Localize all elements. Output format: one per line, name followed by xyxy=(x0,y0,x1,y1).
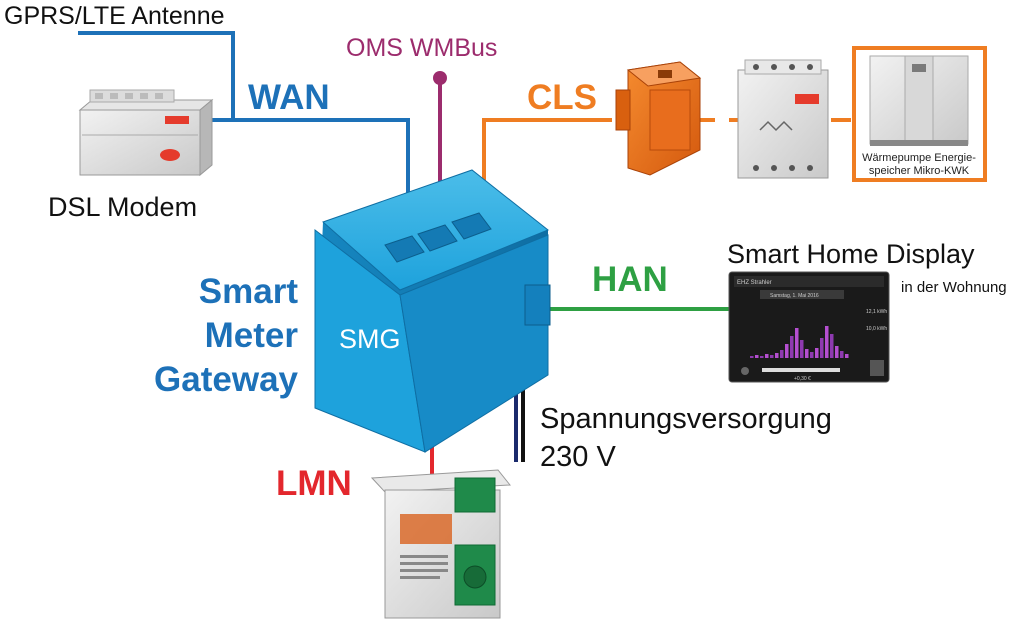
smart-home-display-sublabel: in der Wohnung xyxy=(901,279,1007,296)
display-date: Samstag, 1. Mai 2016 xyxy=(770,293,819,299)
han-label: HAN xyxy=(592,260,668,299)
display-header: EHZ Strahler xyxy=(737,280,772,286)
heat-pump-icon xyxy=(869,55,969,146)
display-bar xyxy=(785,344,789,358)
relay-icon xyxy=(615,61,702,176)
meter-icon xyxy=(370,469,511,619)
smg-label: SMG xyxy=(339,324,401,354)
voltage-label: 230 V xyxy=(540,441,616,473)
display-bar xyxy=(750,356,754,358)
gateway-title: Smart Meter Gateway xyxy=(154,272,298,399)
display-bar xyxy=(830,334,834,358)
display-readout: +0,30 € xyxy=(794,376,811,382)
contactor-icon xyxy=(737,59,829,179)
heat-pump-label: Wärmepumpe Energie- speicher Mikro-KWK xyxy=(862,152,976,177)
display-bar xyxy=(765,354,769,358)
display-bar xyxy=(770,355,774,358)
display-bar xyxy=(815,348,819,358)
gateway-icon xyxy=(314,169,551,453)
display-bar xyxy=(805,349,809,358)
display-bar xyxy=(755,355,759,358)
cls-label: CLS xyxy=(527,78,597,117)
display-bar xyxy=(835,346,839,358)
oms-antenna-tip xyxy=(433,71,447,85)
oms-label: OMS WMBus xyxy=(346,34,498,62)
display-bar xyxy=(790,336,794,358)
modem-icon xyxy=(78,89,214,177)
wan-label: WAN xyxy=(248,78,330,117)
display-legend-1: 12,1 kWh xyxy=(866,309,887,315)
display-bar xyxy=(810,352,814,358)
display-bar xyxy=(795,328,799,358)
display-bar xyxy=(845,354,849,358)
display-bar xyxy=(760,356,764,358)
display-bars xyxy=(750,326,849,358)
display-bar xyxy=(775,353,779,358)
display-legend-2: 10,0 kWh xyxy=(866,326,887,332)
dsl-modem-label: DSL Modem xyxy=(48,192,198,222)
lmn-label: LMN xyxy=(276,464,352,503)
display-bar xyxy=(800,340,804,358)
power-supply-label: Spannungsversorgung xyxy=(540,403,832,435)
display-bar xyxy=(840,351,844,358)
antenna-label: GPRS/LTE Antenne xyxy=(4,2,225,30)
display-icon: EHZ Strahler Samstag, 1. Mai 2016 12,1 k… xyxy=(728,271,890,383)
display-bar xyxy=(825,326,829,358)
display-bar xyxy=(780,350,784,358)
smart-home-display-label: Smart Home Display xyxy=(727,239,975,269)
display-bar xyxy=(820,338,824,358)
